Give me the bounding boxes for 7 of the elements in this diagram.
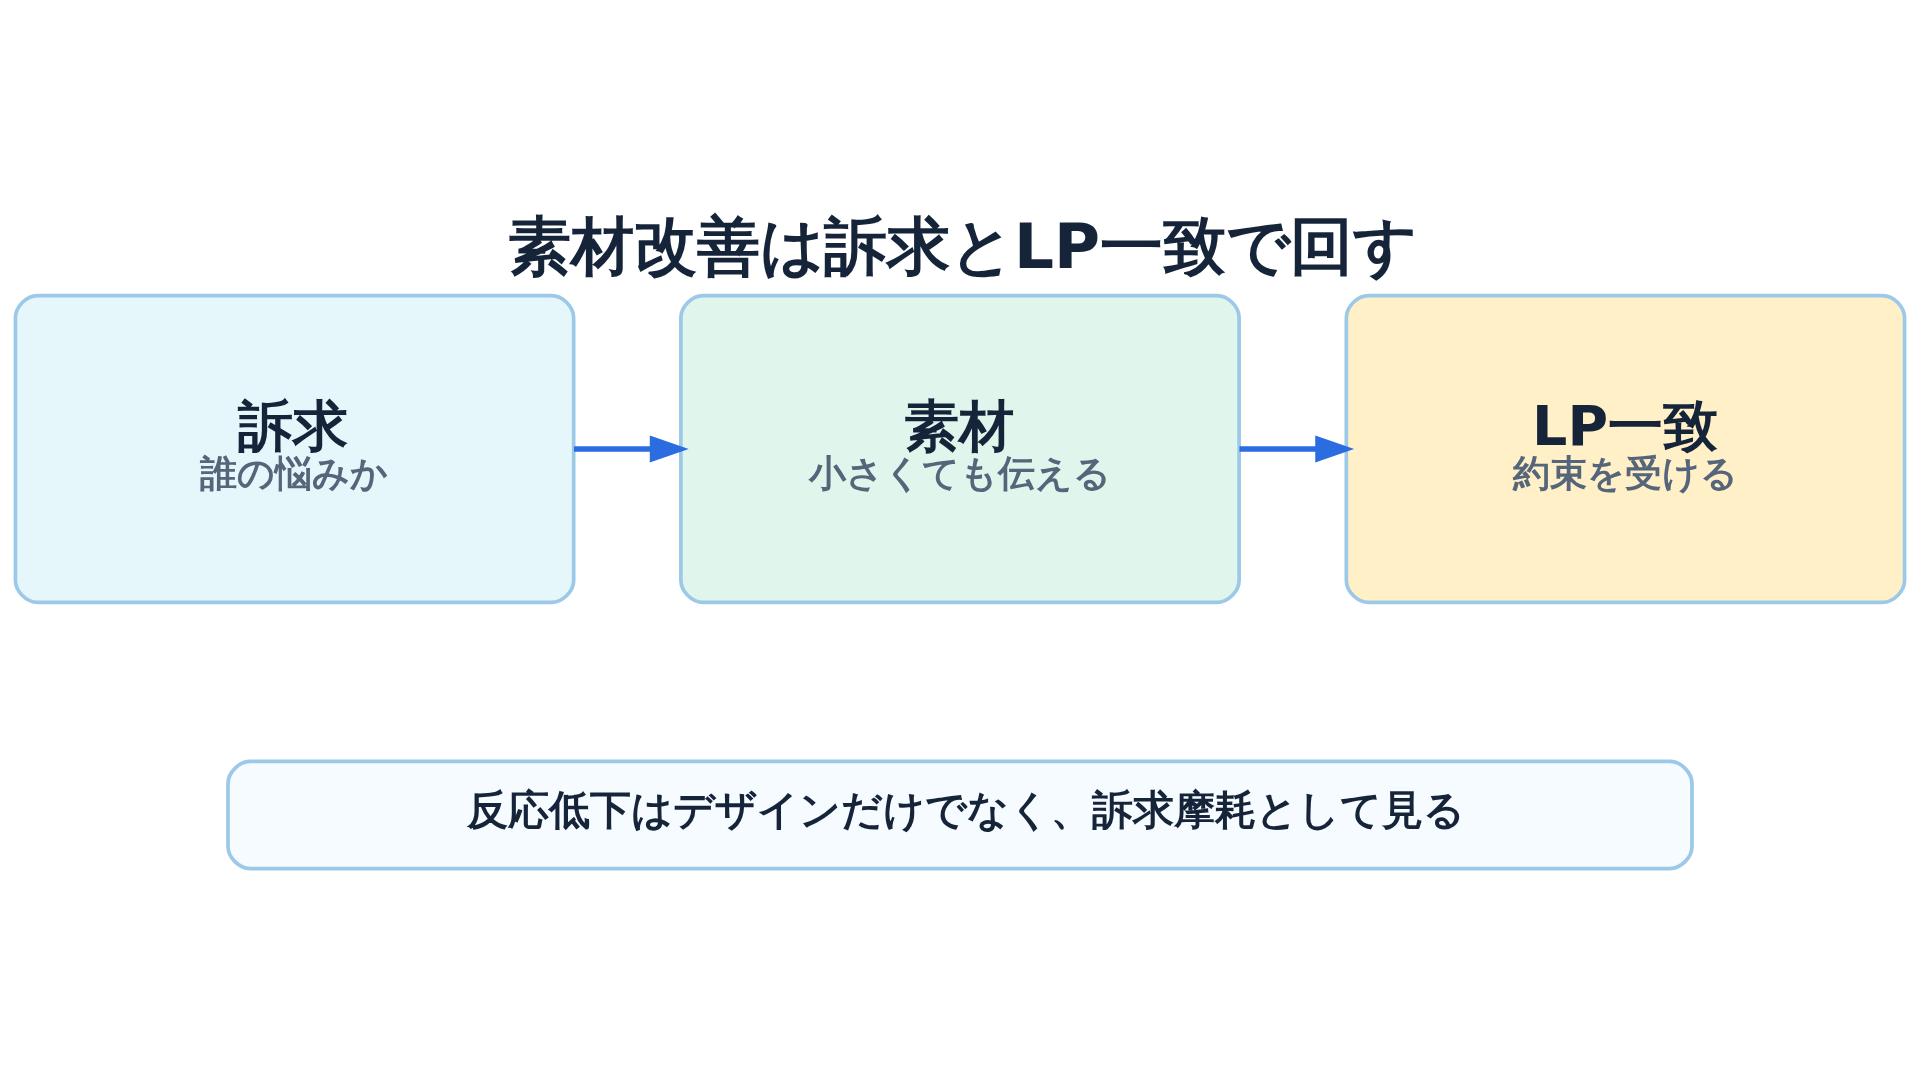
arrow [574, 434, 689, 463]
diagram-title: 素材改善は訴求とLP一致で回す [508, 209, 1418, 283]
arrow [1239, 434, 1355, 463]
node-box: LP一致 約束を受ける [1344, 293, 1907, 604]
node-box: 素材 小さくても伝える [679, 293, 1241, 604]
node-box: 反応低下はデザインだけでなく、訴求摩耗として見る [226, 759, 1694, 870]
node-box: 訴求 誰の悩みか [13, 293, 576, 604]
